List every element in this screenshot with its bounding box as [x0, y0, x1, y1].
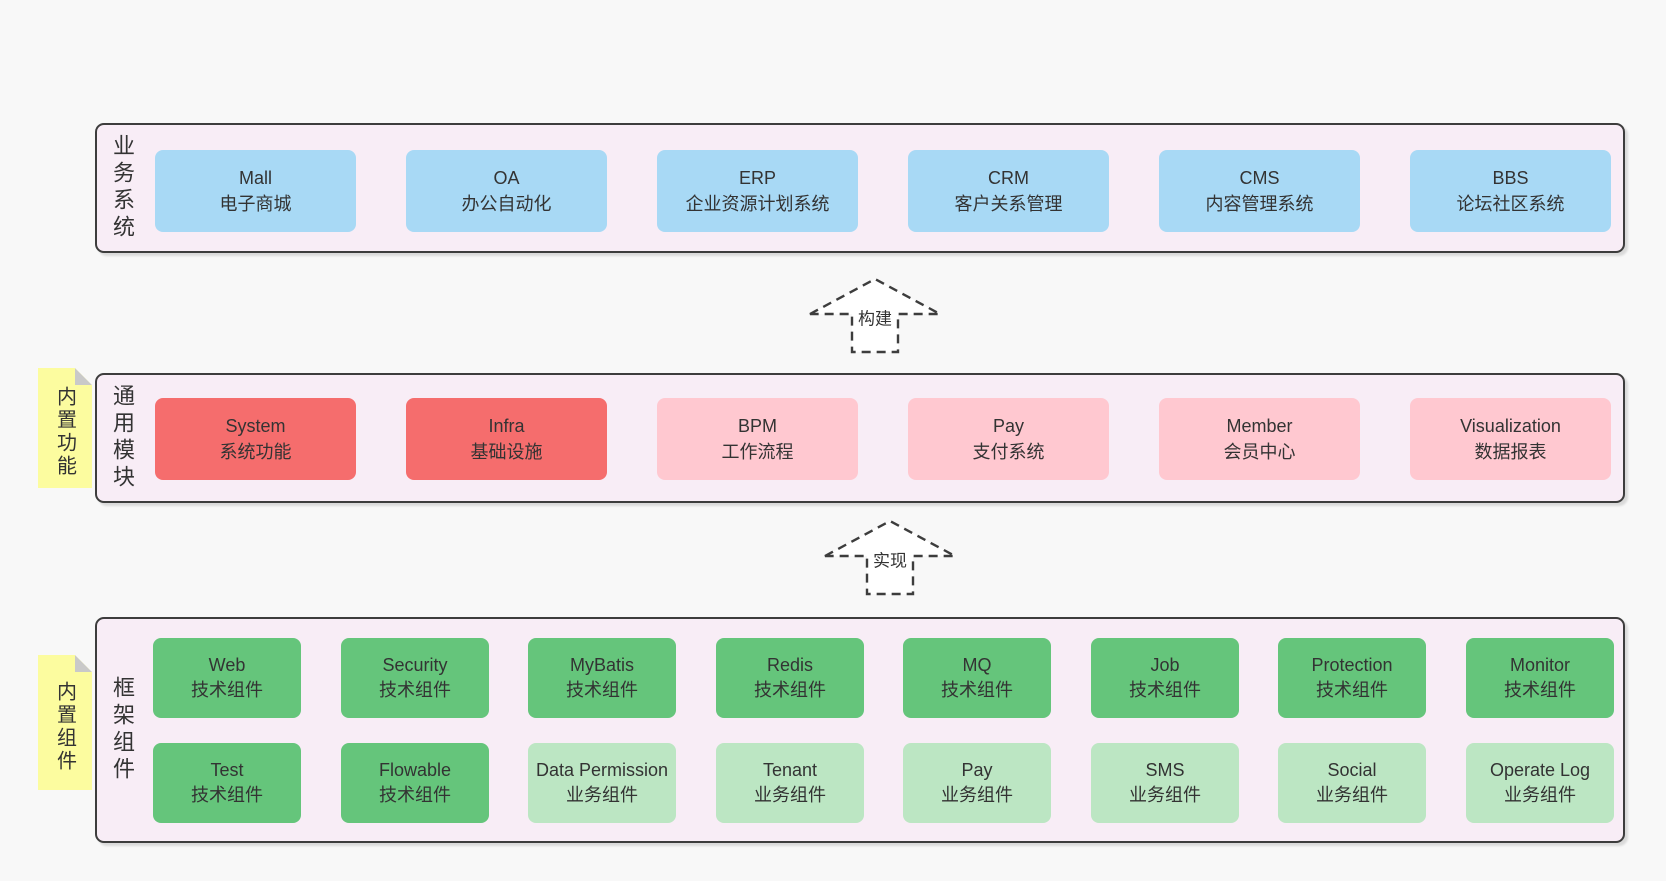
box-name: Protection: [1311, 655, 1393, 675]
box-desc: 技术组件: [754, 680, 826, 700]
box-name: System: [225, 416, 286, 436]
sticky-built-in-features-label: 内置功能: [53, 385, 76, 478]
layer-modules-label: 通用模块: [110, 384, 135, 492]
box-tenant: Tenant 业务组件: [716, 743, 864, 823]
box-desc: 内容管理系统: [1205, 194, 1314, 214]
box-mq: MQ 技术组件: [903, 638, 1051, 718]
box-desc: 系统功能: [219, 442, 292, 462]
layer-components-label: 框架组件: [110, 676, 135, 784]
box-cms: CMS 内容管理系统: [1159, 150, 1360, 232]
box-desc: 客户关系管理: [954, 194, 1063, 214]
box-name: BPM: [737, 416, 777, 436]
box-desc: 业务组件: [941, 785, 1013, 805]
sticky-built-in-features: 内置功能: [38, 368, 92, 488]
arrow-build-label: 构建: [855, 303, 895, 331]
box-desc: 技术组件: [379, 785, 451, 805]
box-name: Member: [1226, 416, 1293, 436]
box-name: Job: [1150, 655, 1180, 675]
layer-business-systems: 业务系统 Mall 电子商城 OA 办公自动化 ERP 企业资源计划系统 CRM…: [95, 123, 1625, 253]
box-erp: ERP 企业资源计划系统: [657, 150, 858, 232]
box-job: Job 技术组件: [1091, 638, 1239, 718]
box-name: Infra: [488, 416, 525, 436]
box-name: Tenant: [762, 760, 818, 780]
box-monitor: Monitor 技术组件: [1466, 638, 1614, 718]
box-social: Social 业务组件: [1278, 743, 1426, 823]
box-flowable: Flowable 技术组件: [341, 743, 489, 823]
box-name: MQ: [962, 655, 992, 675]
box-bpm: BPM 工作流程: [657, 398, 858, 480]
box-name: SMS: [1145, 760, 1185, 780]
box-desc: 技术组件: [191, 680, 263, 700]
box-member: Member 会员中心: [1159, 398, 1360, 480]
box-desc: 业务组件: [566, 785, 638, 805]
box-web: Web 技术组件: [153, 638, 301, 718]
box-name: Security: [382, 655, 448, 675]
box-name: Monitor: [1509, 655, 1571, 675]
box-desc: 技术组件: [566, 680, 638, 700]
box-desc: 业务组件: [754, 785, 826, 805]
box-name: Operate Log: [1489, 760, 1591, 780]
arrow-build: 构建: [808, 276, 942, 355]
box-pay-component: Pay 业务组件: [903, 743, 1051, 823]
box-protection: Protection 技术组件: [1278, 638, 1426, 718]
box-desc: 数据报表: [1474, 442, 1547, 462]
box-desc: 工作流程: [721, 442, 794, 462]
box-desc: 电子商城: [219, 194, 292, 214]
box-name: Flowable: [378, 760, 452, 780]
box-crm: CRM 客户关系管理: [908, 150, 1109, 232]
box-name: Social: [1327, 760, 1377, 780]
box-desc: 技术组件: [1316, 680, 1388, 700]
sticky-built-in-components-label: 内置组件: [53, 680, 76, 773]
box-desc: 会员中心: [1223, 442, 1296, 462]
box-name: CRM: [988, 168, 1029, 188]
box-name: MyBatis: [569, 655, 634, 675]
box-name: Test: [210, 760, 244, 780]
box-desc: 业务组件: [1316, 785, 1388, 805]
box-sms: SMS 业务组件: [1091, 743, 1239, 823]
box-desc: 技术组件: [1504, 680, 1576, 700]
box-name: ERP: [738, 168, 776, 188]
layer-business-label: 业务系统: [110, 134, 135, 242]
box-name: BBS: [1492, 168, 1529, 188]
box-desc: 企业资源计划系统: [685, 194, 830, 214]
box-desc: 论坛社区系统: [1456, 194, 1565, 214]
box-test: Test 技术组件: [153, 743, 301, 823]
box-desc: 技术组件: [191, 785, 263, 805]
box-mybatis: MyBatis 技术组件: [528, 638, 676, 718]
arrow-implement: 实现: [823, 518, 957, 597]
box-oa: OA 办公自动化: [406, 150, 607, 232]
box-name: Visualization: [1460, 416, 1561, 436]
box-name: Data Permission: [535, 760, 669, 780]
box-desc: 基础设施: [470, 442, 543, 462]
box-data-permission: Data Permission 业务组件: [528, 743, 676, 823]
box-name: Pay: [961, 760, 993, 780]
box-infra: Infra 基础设施: [406, 398, 607, 480]
layer-framework-components: 框架组件 Web 技术组件 Security 技术组件 MyBatis 技术组件…: [95, 617, 1625, 843]
box-desc: 技术组件: [1129, 680, 1201, 700]
box-redis: Redis 技术组件: [716, 638, 864, 718]
box-desc: 办公自动化: [461, 194, 552, 214]
box-name: Web: [208, 655, 246, 675]
box-desc: 业务组件: [1504, 785, 1576, 805]
box-desc: 业务组件: [1129, 785, 1201, 805]
box-operate-log: Operate Log 业务组件: [1466, 743, 1614, 823]
box-name: OA: [493, 168, 520, 188]
box-desc: 技术组件: [379, 680, 451, 700]
box-visualization: Visualization 数据报表: [1410, 398, 1611, 480]
box-system: System 系统功能: [155, 398, 356, 480]
box-desc: 技术组件: [941, 680, 1013, 700]
box-name: CMS: [1239, 168, 1280, 188]
box-desc: 支付系统: [972, 442, 1045, 462]
box-security: Security 技术组件: [341, 638, 489, 718]
arrow-implement-label: 实现: [870, 545, 910, 573]
box-name: Pay: [992, 416, 1025, 436]
box-name: Redis: [766, 655, 814, 675]
sticky-built-in-components: 内置组件: [38, 655, 92, 790]
layer-common-modules: 通用模块 System 系统功能 Infra 基础设施 BPM 工作流程 Pay…: [95, 373, 1625, 503]
box-name: Mall: [238, 168, 272, 188]
box-mall: Mall 电子商城: [155, 150, 356, 232]
box-bbs: BBS 论坛社区系统: [1410, 150, 1611, 232]
box-pay-module: Pay 支付系统: [908, 398, 1109, 480]
